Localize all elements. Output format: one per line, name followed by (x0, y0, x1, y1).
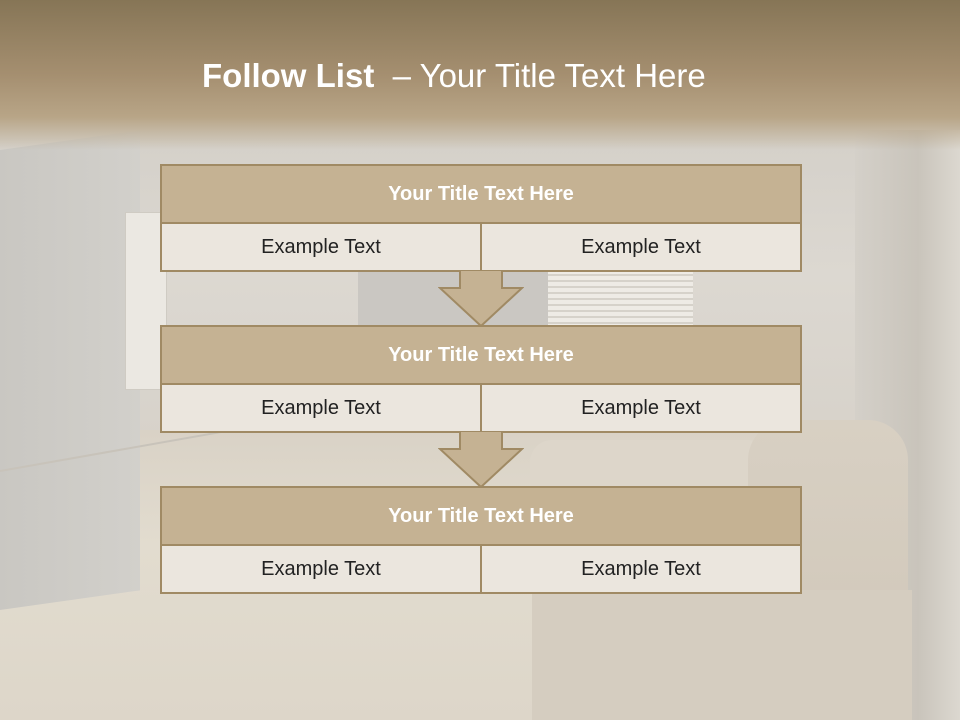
follow-block-2: Your Title Text Here Example Text Exampl… (160, 325, 802, 433)
block-row: Example Text Example Text (162, 224, 800, 270)
follow-block-3: Your Title Text Here Example Text Exampl… (160, 486, 802, 594)
background-shutters (548, 270, 693, 326)
block-cell-left: Example Text (162, 546, 480, 592)
block-title: Your Title Text Here (162, 488, 800, 546)
slide-title-bold: Follow List (202, 57, 375, 94)
header-band (0, 0, 960, 150)
block-title: Your Title Text Here (162, 327, 800, 385)
block-cell-left: Example Text (162, 385, 480, 431)
follow-block-1: Your Title Text Here Example Text Exampl… (160, 164, 802, 272)
slide-title-rest: – Your Title Text Here (374, 57, 706, 94)
block-row: Example Text Example Text (162, 546, 800, 592)
background-left-wall (0, 130, 140, 610)
block-title: Your Title Text Here (162, 166, 800, 224)
block-cell-right: Example Text (480, 385, 800, 431)
slide-title: Follow List – Your Title Text Here (202, 56, 706, 96)
down-arrow-icon (438, 270, 524, 326)
block-cell-right: Example Text (480, 224, 800, 270)
down-arrow-icon (438, 431, 524, 487)
block-row: Example Text Example Text (162, 385, 800, 431)
block-cell-right: Example Text (480, 546, 800, 592)
block-cell-left: Example Text (162, 224, 480, 270)
background-sofa-base (532, 590, 912, 720)
